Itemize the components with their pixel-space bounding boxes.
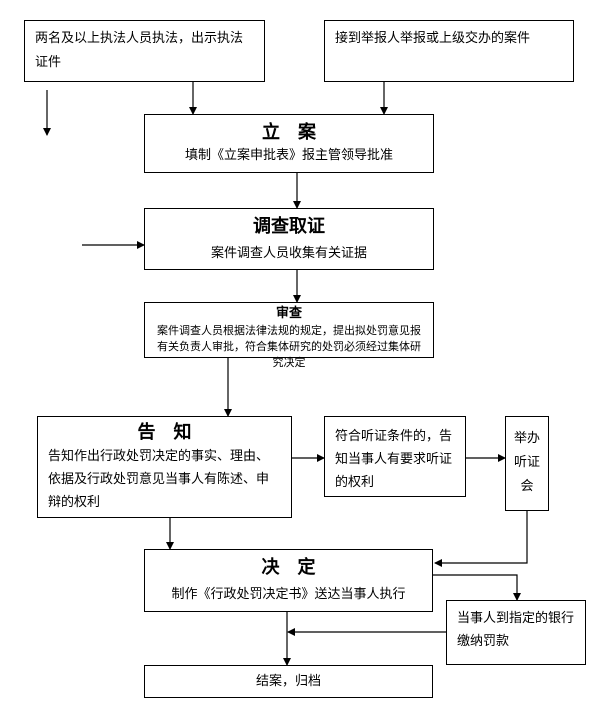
review-box: 审查 案件调查人员根据法律法规的规定，提出拟处罚意见报有关负责人审批，符合集体研… xyxy=(144,302,434,369)
review-title: 审查 xyxy=(275,306,302,321)
close-text: 结案，归档 xyxy=(255,674,321,689)
payment-box: 当事人到指定的银行缴纳罚款 xyxy=(446,600,586,665)
arrow-decision-to-payment xyxy=(433,574,521,601)
investigation-title: 调查取证 xyxy=(253,216,325,237)
filing-box: 立 案 填制《立案申批表》报主管领导批准 xyxy=(144,114,434,173)
hearing-condition-text: 符合听证条件的，告知当事人有要求听证的权利 xyxy=(335,429,453,490)
filing-desc: 填制《立案申批表》报主管领导批准 xyxy=(184,148,393,163)
payment-text: 当事人到指定的银行缴纳罚款 xyxy=(457,611,575,649)
investigation-desc: 案件调查人员收集有关证据 xyxy=(210,246,367,261)
investigation-box: 调查取证 案件调查人员收集有关证据 xyxy=(144,208,434,270)
hearing-text: 举办听证会 xyxy=(514,431,541,494)
decision-box: 决 定 制作《行政处罚决定书》送达当事人执行 xyxy=(144,549,433,612)
enforcement-id-text: 两名及以上执法人员执法，出示执法证件 xyxy=(35,31,244,70)
hearing-condition-box: 符合听证条件的，告知当事人有要求听证的权利 xyxy=(324,416,466,497)
notify-title: 告 知 xyxy=(137,422,192,443)
arrow-hearing-to-decision xyxy=(434,511,528,567)
enforcement-id-box: 两名及以上执法人员执法，出示执法证件 xyxy=(24,20,265,82)
decision-title: 决 定 xyxy=(261,557,316,578)
filing-title: 立 案 xyxy=(262,122,316,143)
report-box: 接到举报人举报或上级交办的案件 xyxy=(324,20,574,82)
decision-desc: 制作《行政处罚决定书》送达当事人执行 xyxy=(171,587,406,602)
review-desc: 案件调查人员根据法律法规的规定，提出拟处罚意见报有关负责人审批，符合集体研究的处… xyxy=(157,324,421,369)
hearing-box: 举办听证会 xyxy=(505,416,549,511)
notify-desc: 告知作出行政处罚决定的事实、理由、依据及行政处罚意见当事人有陈述、申辩的权利 xyxy=(48,449,270,510)
notify-box: 告 知 告知作出行政处罚决定的事实、理由、依据及行政处罚意见当事人有陈述、申辩的… xyxy=(37,416,292,518)
report-text: 接到举报人举报或上级交办的案件 xyxy=(335,31,531,46)
close-box: 结案，归档 xyxy=(144,665,433,698)
